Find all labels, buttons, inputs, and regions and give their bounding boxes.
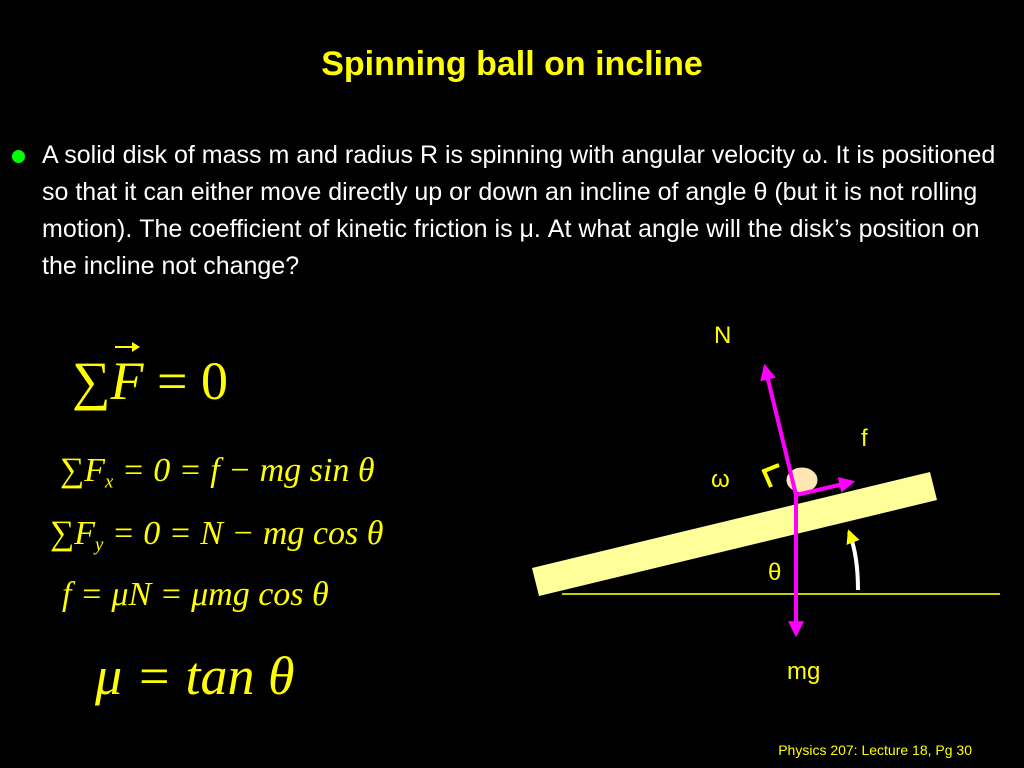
- label-weight: mg: [787, 658, 820, 685]
- equation-subscript: y: [95, 534, 104, 556]
- vector-f: F: [110, 342, 144, 411]
- incline-plank: [532, 472, 937, 596]
- friction-force-arrow: [795, 477, 856, 497]
- footer-caption: Physics 207: Lecture 18, Pg 30: [778, 742, 972, 758]
- label-omega: ω: [711, 466, 730, 493]
- equation-friction: f = μN = μmg cos θ: [62, 576, 329, 613]
- equation-lhs: ∑F: [50, 515, 96, 552]
- slide-title: Spinning ball on incline: [321, 45, 703, 83]
- label-theta: θ: [768, 559, 781, 586]
- equation-lhs: ∑F: [60, 452, 106, 489]
- equation-subscript: x: [105, 471, 114, 493]
- label-friction: f: [861, 425, 868, 452]
- normal-force-arrow: [760, 363, 798, 496]
- label-normal: N: [714, 322, 731, 349]
- equation-rest: = 0: [143, 351, 228, 411]
- equation-rhs: = 0 = f − mg sin θ: [113, 452, 375, 489]
- bullet-dot: [12, 150, 25, 163]
- equation-result: μ = tan θ: [95, 646, 295, 706]
- sum-symbol: ∑: [72, 351, 111, 411]
- equation-x-forces: ∑Fx = 0 = f − mg sin θ: [60, 452, 375, 494]
- equation-rhs: = 0 = N − mg cos θ: [103, 515, 384, 552]
- equation-sum-forces-zero: ∑F = 0: [72, 342, 228, 412]
- problem-statement: A solid disk of mass m and radius R is s…: [42, 141, 996, 280]
- angle-arc-arrow: [846, 529, 860, 591]
- equation-y-forces: ∑Fy = 0 = N − mg cos θ: [50, 515, 383, 557]
- rotation-arrow-icon: [761, 463, 780, 488]
